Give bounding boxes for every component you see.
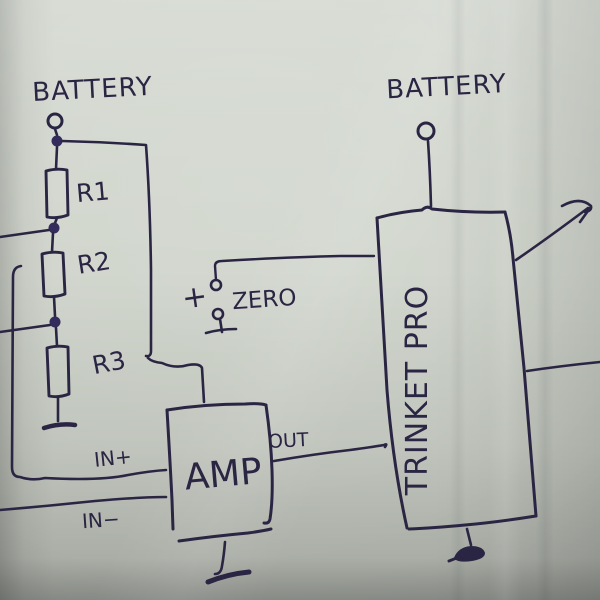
junction-dot (48, 222, 60, 234)
amp-box-right (262, 403, 274, 525)
inplus-label: IN+ (93, 444, 133, 472)
resistor-body (44, 167, 70, 220)
battery-right-terminal-circle (416, 121, 436, 141)
zero-label: ZERO (231, 285, 297, 315)
battery-left-stem (53, 127, 59, 137)
trinket-ground-blob (454, 546, 485, 562)
amp-box-top (165, 402, 268, 412)
trinket-box-right (503, 210, 538, 518)
battery-terminal-left: BATTERY (32, 72, 154, 147)
battery-right-wire (426, 139, 433, 208)
trinket-box-bottom (407, 514, 538, 531)
resistor-r2: R2 (0, 231, 113, 334)
trinket-box-left (375, 216, 409, 530)
wire-out (272, 443, 388, 463)
wire (50, 231, 55, 254)
amp-ground-bar (205, 569, 252, 585)
resistor-r3: R3 (41, 326, 128, 431)
wire-battery-to-amp (60, 139, 153, 358)
resistor-r1: R1 (0, 145, 111, 239)
wire (52, 295, 57, 318)
wire-inminus (0, 495, 168, 512)
trinket-ground-tail (447, 554, 462, 563)
resistor-body (45, 344, 71, 399)
battery-terminal-right: BATTERY (386, 69, 508, 208)
battery-left-terminal-circle (46, 112, 64, 130)
junction-dot (51, 135, 63, 147)
arrow-shaft (514, 206, 590, 262)
battery-left-label: BATTERY (32, 72, 154, 108)
out-label: OUT (268, 429, 310, 453)
wire-inplus (10, 264, 168, 481)
resistor-body (40, 250, 67, 299)
zero-plus-sign: + (180, 278, 210, 316)
wire (54, 326, 59, 348)
wire (54, 145, 59, 171)
amp-label: AMP (183, 451, 264, 499)
tap-wire-left (0, 228, 51, 239)
amp-box-bottom (177, 527, 273, 543)
amp-box-left (165, 408, 175, 531)
r2-label: R2 (75, 246, 112, 280)
trinket-label: TRINKET PRO (400, 285, 435, 497)
r3-label: R3 (90, 345, 128, 380)
amplifier-block: AMP (165, 402, 274, 585)
arrow-out-top-right (514, 199, 593, 262)
zero-minus-dash (204, 327, 238, 335)
zero-terminals: + ZERO (180, 254, 376, 335)
wire (53, 216, 59, 225)
amp-ground-stem (213, 540, 227, 576)
wire-zero-to-trinket (213, 254, 376, 282)
wire-battery-to-amp-2 (146, 356, 206, 404)
arrow-head-barb (578, 206, 592, 224)
inminus-label: IN− (81, 507, 120, 534)
junction-dot (49, 316, 61, 328)
line-out-right-edge (525, 360, 600, 373)
microcontroller-block: TRINKET PRO (375, 205, 538, 563)
trinket-ground-stem (465, 527, 473, 547)
ground-symbol (41, 422, 78, 431)
zero-terminal-bottom (211, 307, 225, 321)
battery-right-label: BATTERY (386, 69, 508, 105)
zero-terminal-top (209, 278, 223, 292)
tap-wire-left (0, 323, 52, 334)
trinket-box-top (375, 205, 507, 220)
r1-label: R1 (75, 176, 111, 208)
